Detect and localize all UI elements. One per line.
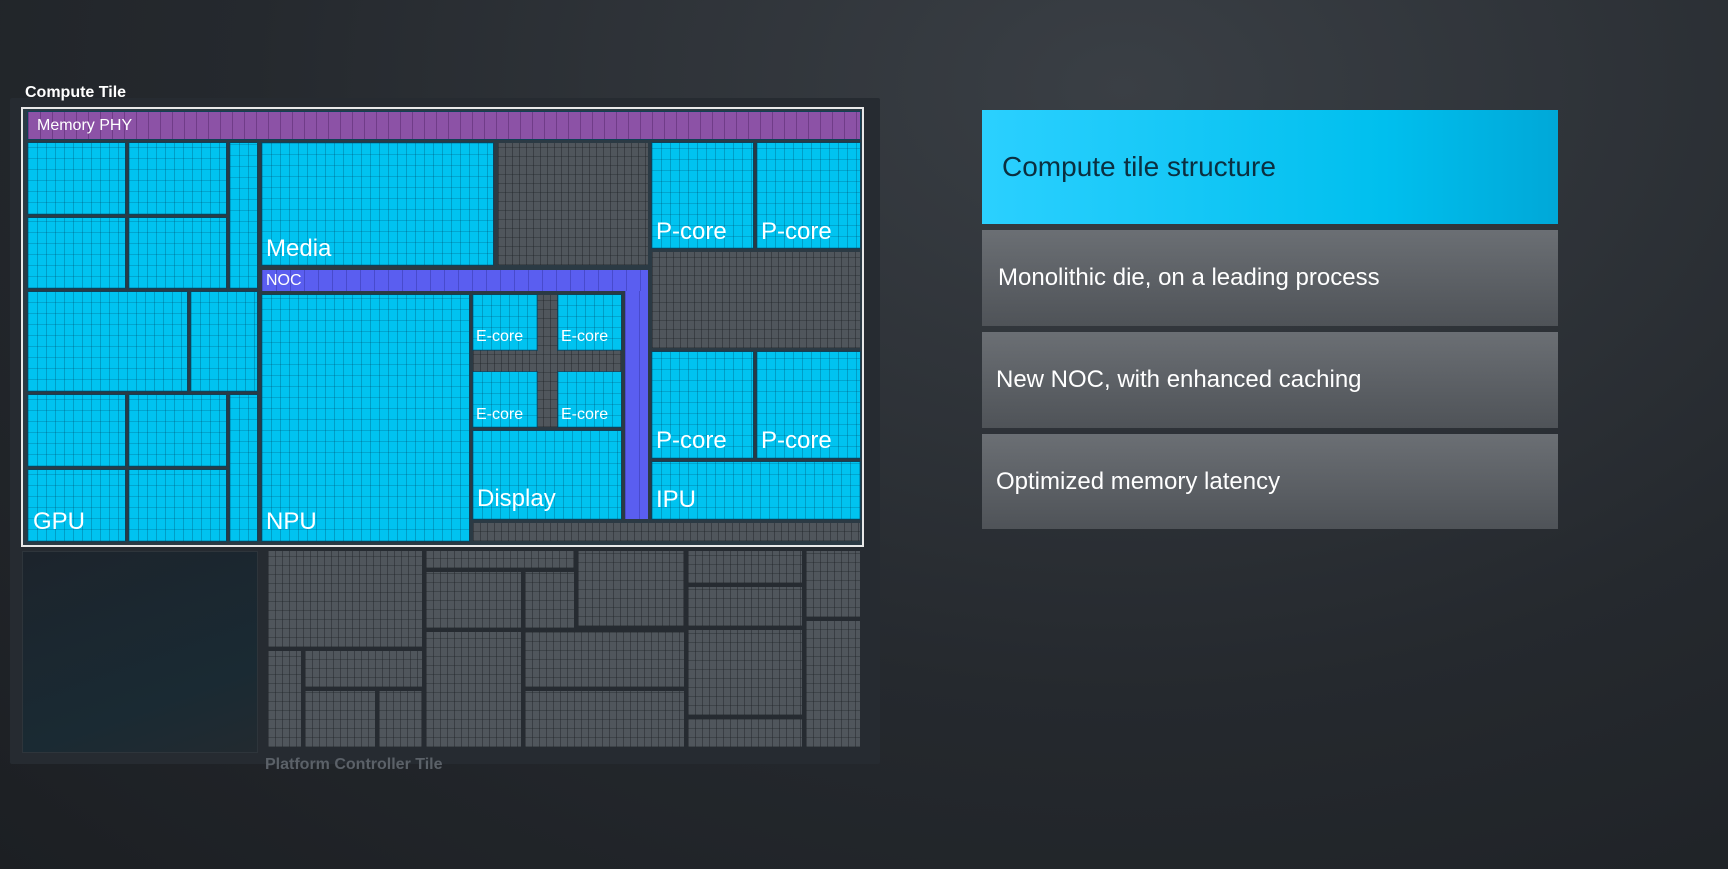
gpu-subblock [190, 291, 258, 392]
media-block: Media [261, 142, 494, 266]
pch-block [379, 691, 422, 747]
pch-block [426, 632, 521, 747]
e-core-block: E-core [557, 371, 622, 428]
gpu-subblock [27, 291, 188, 392]
gpu-subblock [128, 142, 227, 215]
e-core-label: E-core [561, 406, 609, 423]
gpu-subblock [27, 142, 126, 215]
p-core-label: P-core [656, 218, 727, 245]
noc-vertical [625, 291, 648, 519]
display-block: Display [472, 430, 622, 520]
platform-controller-tile-label: Platform Controller Tile [265, 756, 443, 773]
pch-block [578, 551, 684, 626]
inactive-block [473, 523, 860, 541]
pch-block [688, 587, 802, 626]
pch-block [426, 551, 574, 568]
gpu-subblock [128, 469, 227, 542]
panel-item-label: New NOC, with enhanced caching [996, 366, 1362, 393]
gpu-subblock [229, 394, 258, 542]
inactive-block [652, 252, 860, 348]
npu-block: NPU [261, 294, 470, 542]
compute-tile-label: Compute Tile [25, 84, 127, 101]
memory-phy-block: Memory PHY [27, 111, 861, 140]
p-core-block: P-core [756, 142, 861, 249]
panel-item-compute-tile-structure: Compute tile structure [982, 110, 1558, 224]
e-core-block: E-core [472, 371, 538, 428]
panel-item-label: Optimized memory latency [996, 467, 1281, 495]
ipu-block: IPU [651, 461, 861, 520]
pch-block [688, 551, 802, 583]
panel-item-monolithic-die: Monolithic die, on a leading process [982, 230, 1558, 326]
pch-block [688, 630, 802, 715]
noc-horizontal: NOC [262, 270, 648, 291]
gpu-subblock [27, 394, 126, 467]
gpu-label: GPU [33, 508, 86, 535]
display-label: Display [477, 485, 556, 512]
pch-block [688, 719, 802, 747]
panel-item-label: Monolithic die, on a leading process [998, 264, 1380, 291]
pch-block [426, 572, 521, 628]
pch-block [305, 651, 422, 687]
ipu-label: IPU [656, 486, 697, 513]
p-core-label: P-core [656, 427, 727, 454]
pch-block [525, 691, 684, 747]
panel-item-new-noc: New NOC, with enhanced caching [982, 332, 1558, 428]
gpu-subblock [128, 217, 227, 289]
memory-phy-label: Memory PHY [37, 117, 133, 134]
gpu-subblock [229, 142, 258, 289]
panel-item-memory-latency: Optimized memory latency [982, 434, 1558, 529]
pch-block [268, 651, 301, 747]
e-core-label: E-core [476, 328, 524, 345]
e-core-block: E-core [557, 294, 622, 351]
gpu-subblock [27, 469, 126, 542]
gpu-subblock [128, 394, 227, 467]
p-core-block: P-core [651, 351, 754, 459]
gpu-subblock [27, 217, 126, 289]
noc-label: NOC [266, 272, 302, 289]
pch-block [806, 621, 860, 747]
p-core-block: P-core [651, 142, 754, 249]
pch-block [525, 632, 684, 687]
e-core-label: E-core [561, 328, 609, 345]
inactive-block [498, 143, 648, 265]
pch-block [268, 551, 422, 647]
p-core-label: P-core [761, 218, 832, 245]
p-core-label: P-core [761, 427, 832, 454]
media-label: Media [266, 235, 332, 262]
pch-block [305, 691, 375, 747]
pch-block [525, 572, 574, 628]
e-core-label: E-core [476, 406, 524, 423]
empty-tile-area [22, 551, 258, 753]
panel-item-label: Compute tile structure [1002, 151, 1276, 182]
e-core-block: E-core [472, 294, 538, 351]
pch-block [806, 551, 860, 617]
p-core-block: P-core [756, 351, 861, 459]
npu-label: NPU [266, 508, 317, 535]
